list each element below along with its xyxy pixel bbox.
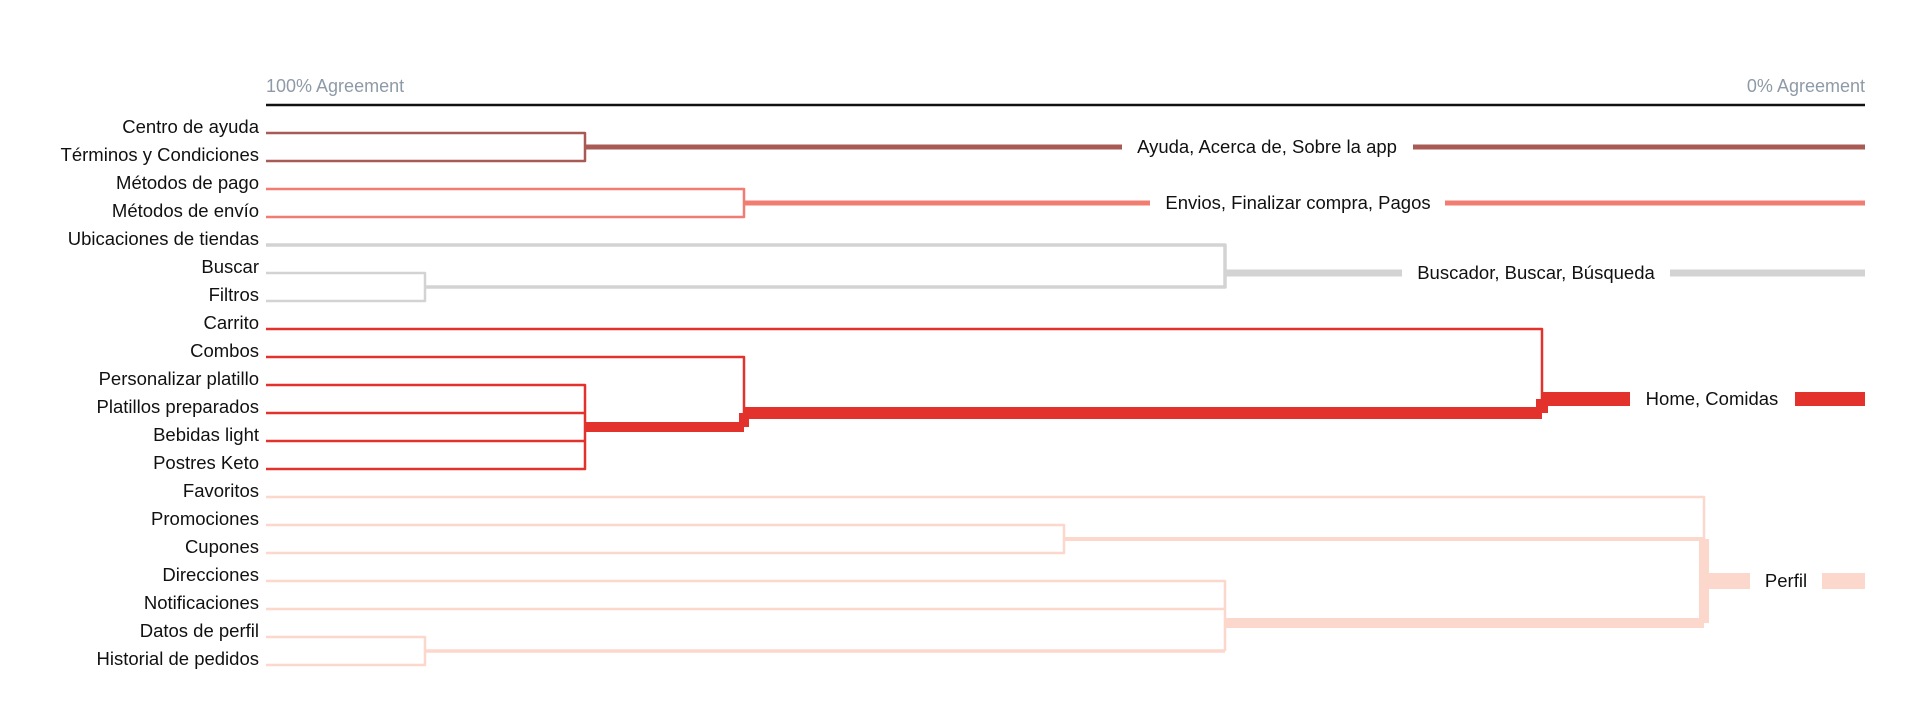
leaf-label: Carrito [203,312,259,333]
cluster-envios: Envios, Finalizar compra, Pagos [266,187,1865,219]
branch [266,187,746,219]
group-label: Envios, Finalizar compra, Pagos [1165,192,1430,213]
leaf-label: Cupones [185,536,259,557]
leaf-label: Combos [190,340,259,361]
group-label: Ayuda, Acerca de, Sobre la app [1137,136,1397,157]
leaf-label: Términos y Condiciones [61,144,259,165]
branch [266,495,1706,539]
leaf-label: Historial de pedidos [97,648,259,669]
group-label: Buscador, Buscar, Búsqueda [1417,262,1655,283]
leaf-label: Notificaciones [144,592,259,613]
leaf-labels: Centro de ayuda Términos y Condiciones M… [61,116,260,669]
leaf-label: Personalizar platillo [99,368,259,389]
leaf-label: Filtros [209,284,259,305]
leaf-label: Buscar [201,256,259,277]
branch [266,271,427,303]
branch [266,523,1066,555]
leaf-label: Ubicaciones de tiendas [68,228,259,249]
leaf-label: Datos de perfil [140,620,259,641]
leaf-label: Direcciones [162,564,259,585]
cluster-ayuda: Ayuda, Acerca de, Sobre la app [266,131,1865,163]
axis-right-label: 0% Agreement [1747,76,1865,96]
cluster-perfil: Perfil [266,495,1865,667]
cluster-home: Home, Comidas [266,327,1865,471]
branch [266,579,1227,651]
leaf-label: Métodos de pago [116,172,259,193]
axis-left-label: 100% Agreement [266,76,404,96]
branch [266,243,1227,289]
branch [266,131,587,163]
leaf-label: Platillos preparados [97,396,259,417]
leaf-label: Bebidas light [153,424,259,445]
cluster-buscador: Buscador, Buscar, Búsqueda [266,243,1865,303]
branch [266,327,1544,413]
branch [266,383,587,471]
group-label: Home, Comidas [1646,388,1779,409]
leaf-label: Postres Keto [153,452,259,473]
group-label: Perfil [1765,570,1807,591]
branch [266,635,427,667]
leaf-label: Favoritos [183,480,259,501]
branch [266,355,746,427]
leaf-label: Métodos de envío [112,200,259,221]
leaf-label: Promociones [151,508,259,529]
leaf-label: Centro de ayuda [122,116,260,137]
